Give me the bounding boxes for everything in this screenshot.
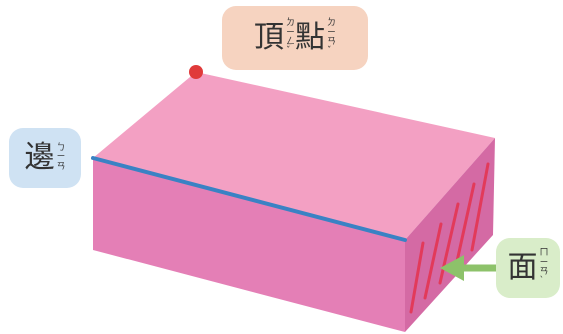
hatch-line — [438, 202, 460, 285]
highlighted-edge — [91, 156, 407, 242]
edge-zhuyin-1: ㄅㄧㄢ — [56, 142, 66, 172]
hatch-line — [470, 162, 490, 252]
face-arrow — [440, 255, 500, 281]
hatch-line — [423, 222, 443, 300]
vertex-han-1: 頂 — [253, 20, 285, 55]
vertex-han-2: 點 — [295, 20, 326, 55]
side-face-hatch — [409, 162, 490, 314]
face-arrow-head — [440, 255, 464, 281]
hatch-line — [454, 182, 476, 268]
hatch-line — [409, 241, 425, 314]
front-face — [93, 158, 405, 332]
top-face — [93, 72, 495, 240]
face-han-1: 面 — [507, 250, 539, 285]
edge-han-1: 邊 — [24, 140, 56, 175]
vertex-dot — [189, 65, 203, 79]
edge-label: 邊 ㄅㄧㄢ — [9, 128, 81, 188]
edge-char-1: 邊 ㄅㄧㄢ — [24, 143, 65, 173]
